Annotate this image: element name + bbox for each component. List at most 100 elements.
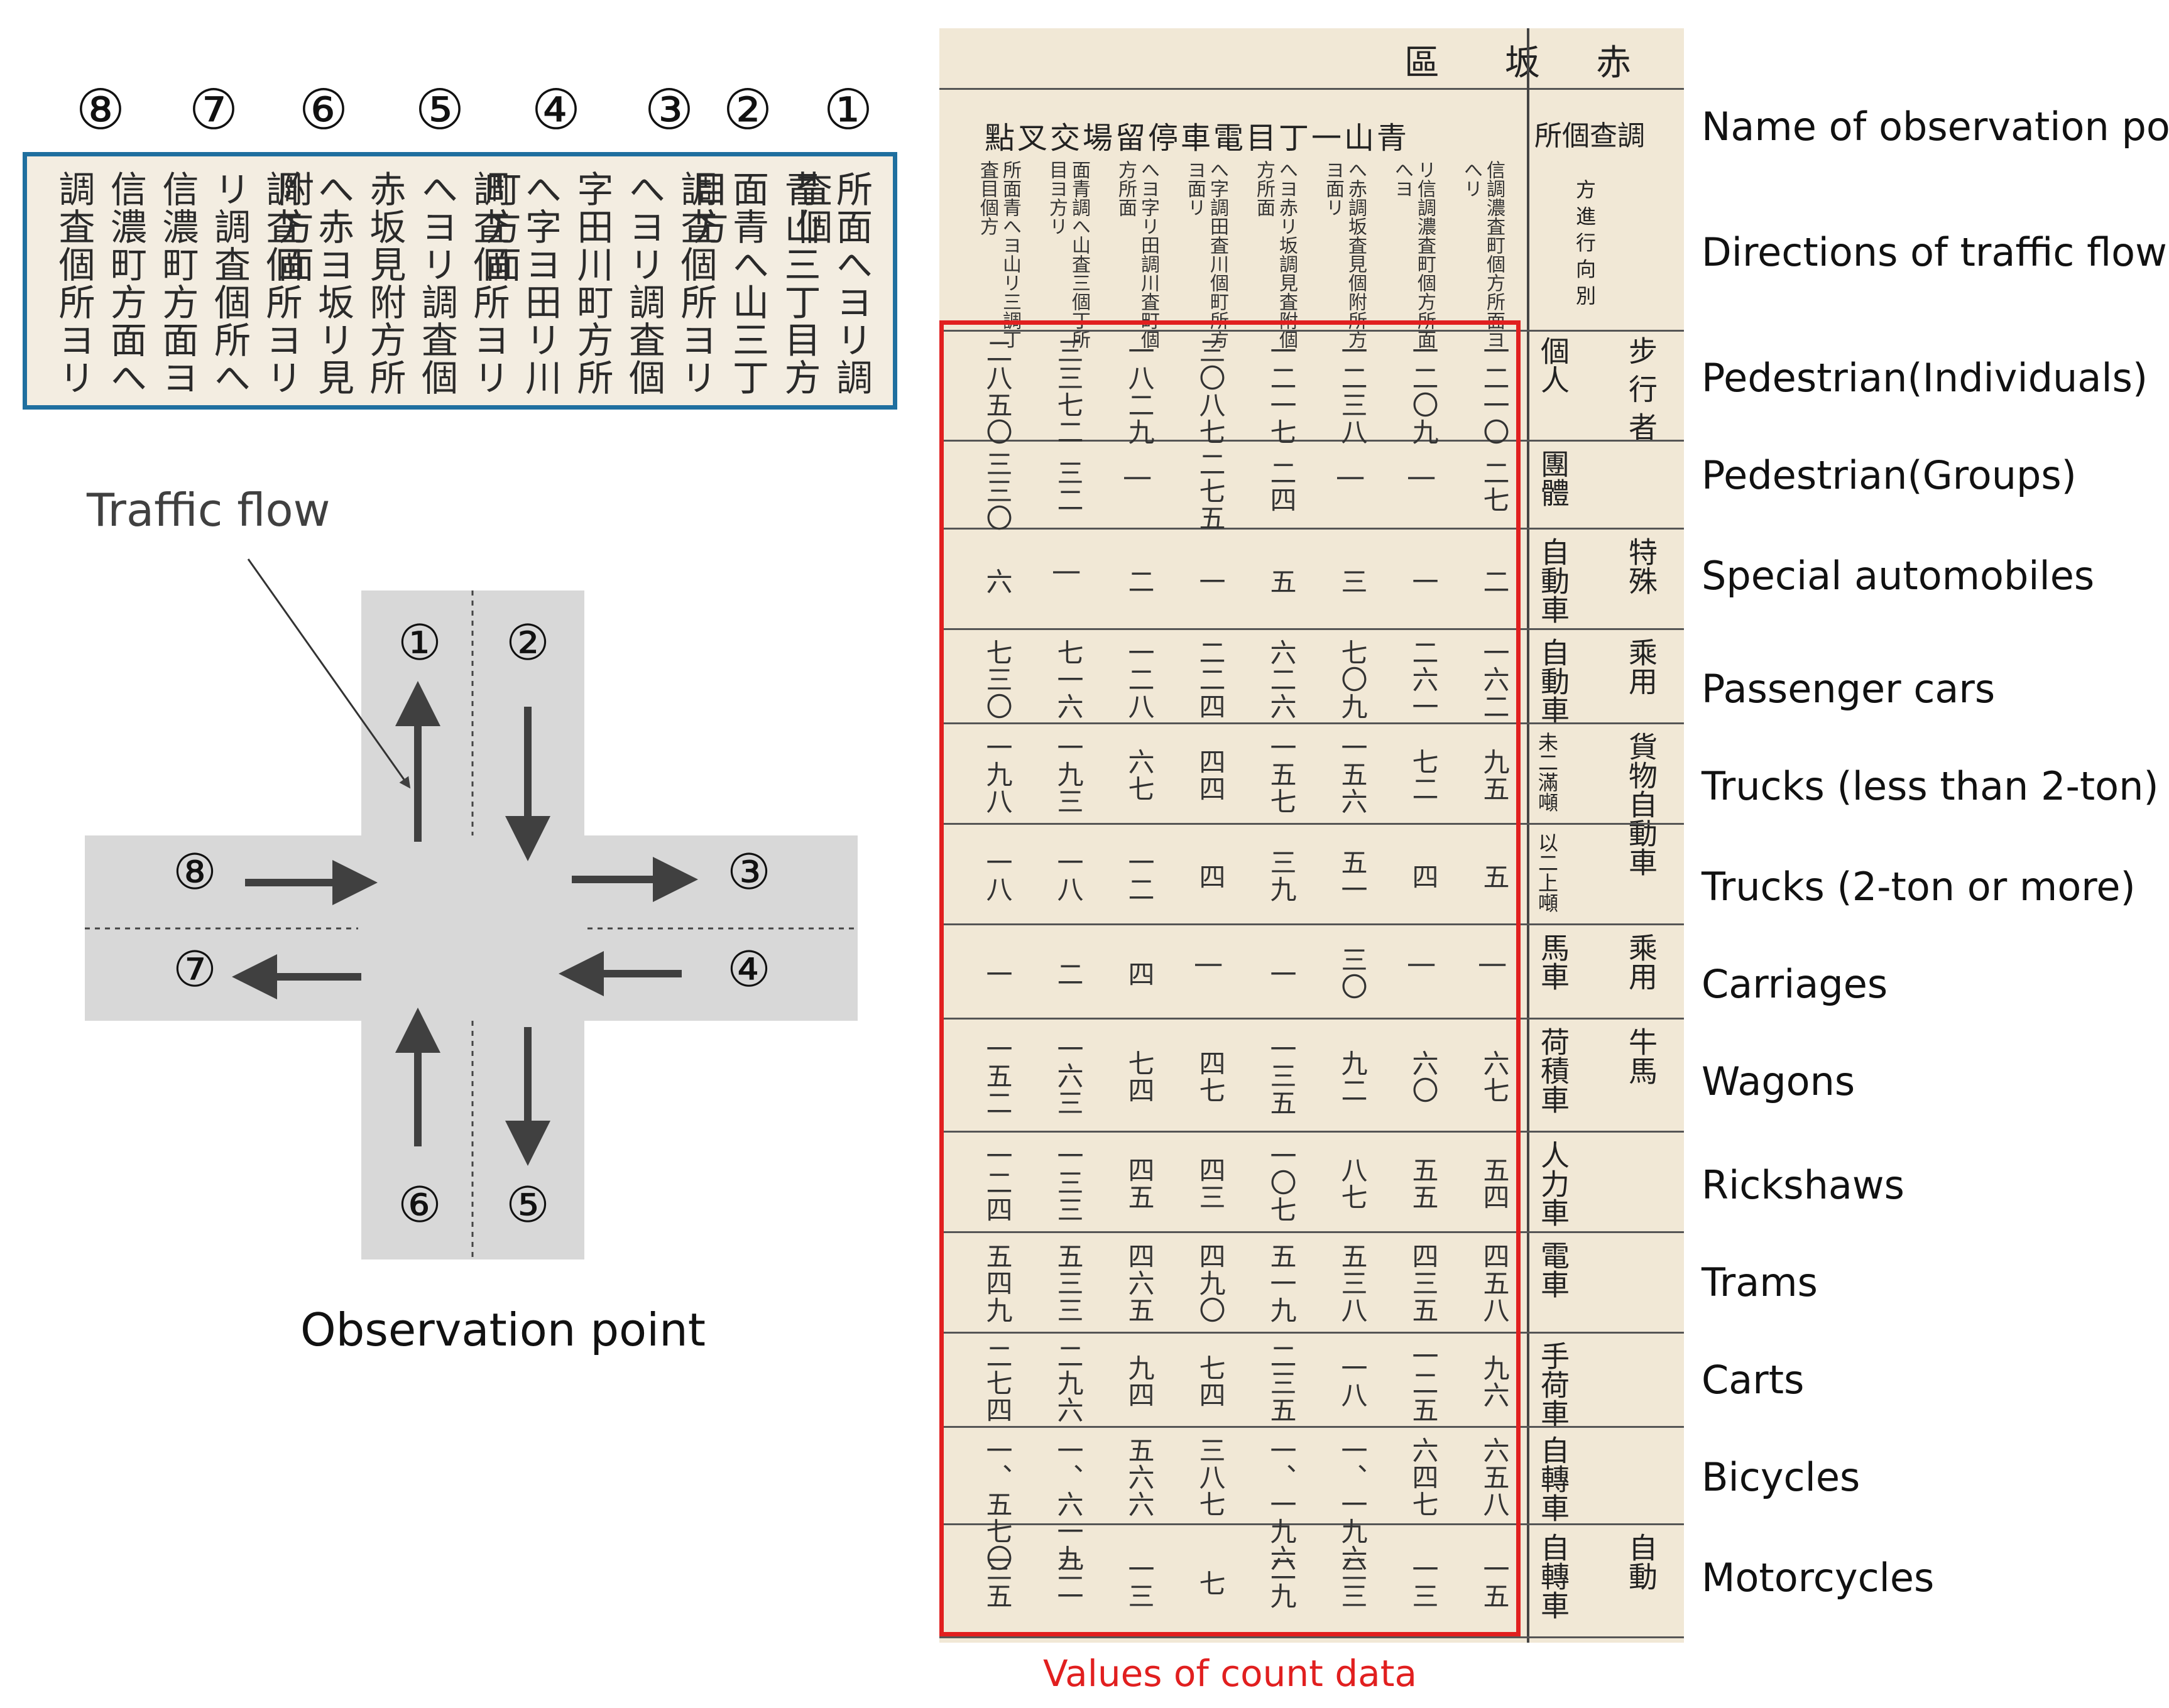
traffic-flow-pointer (247, 558, 411, 789)
scan-row-category: 特殊 (1624, 537, 1658, 595)
english-row-label: Special automobiles (1702, 553, 2095, 599)
count-value: 一二一七 (1266, 337, 1297, 445)
count-value: 四 (1124, 960, 1155, 987)
count-value: | (1479, 960, 1510, 971)
count-value: 一二三八 (1337, 337, 1368, 445)
count-value: 一二五 (1408, 1342, 1439, 1423)
direction-number: ⑥ (298, 77, 349, 142)
count-value: 四三五 (1408, 1243, 1439, 1324)
diagram-number-1: ① (398, 615, 442, 672)
english-row-label: Directions of traffic flow (1702, 229, 2167, 275)
enlarged-header-column: 調査個所ヨリ (674, 170, 718, 396)
count-value: 一二四 (982, 1142, 1013, 1223)
count-value: 八七 (1337, 1156, 1368, 1210)
values-label: Values of count data (1043, 1652, 1417, 1695)
scan-row-category: 牛馬 (1624, 1027, 1658, 1085)
count-value: 五一九 (1266, 1243, 1297, 1324)
count-value: 一六三 (1053, 1035, 1084, 1116)
enlarged-header-column: リ調査個所へ (208, 170, 251, 396)
count-value: 五三八 (1337, 1243, 1368, 1324)
scan-row-label: 馬車 (1536, 933, 1570, 991)
enlarged-header-column: へヨリ調査個 (415, 170, 458, 396)
direction-numbers: ⑧ ⑦ ⑥ ⑤ ④ ③ ② ① (25, 75, 905, 151)
enlarged-header-column: 調査個所ヨリ (260, 170, 303, 396)
english-row-label: Passenger cars (1702, 666, 1996, 712)
english-row-label: Trucks (less than 2-ton) (1702, 763, 2159, 809)
count-value: 七四 (1124, 1050, 1155, 1104)
observation-point-label: Observation point (300, 1303, 706, 1356)
count-value: 一二 (1124, 849, 1155, 903)
count-value: 四 (1195, 863, 1226, 890)
count-value: 一三三 (1053, 1142, 1084, 1223)
enlarged-header-column: 調査個所ヨリ (52, 170, 96, 396)
enlarged-header-box: 所面へヨリ調査個青山三丁目方面青へ山三丁目方調査個所ヨリへヨリ調査個字田川町方所… (23, 152, 897, 410)
count-value: 三 (1337, 568, 1368, 595)
enlarged-header-column: 信濃町方面へ (104, 170, 147, 396)
direction-number: ④ (531, 77, 581, 142)
count-value: 一五二 (982, 1035, 1013, 1116)
scan-row-label: 自轉車 (1536, 1533, 1570, 1619)
count-value: 一八 (1053, 849, 1084, 903)
scan-header-cell: リ信調濃査町個方所面へヨ (1391, 160, 1436, 349)
direction-number: ① (823, 77, 873, 142)
scan-title-right: 所個查調 (1534, 120, 1645, 152)
scan-row-label: 手荷車 (1536, 1341, 1570, 1428)
scan-row-label: 以二上噸 (1535, 832, 1559, 913)
count-value: 二 (1124, 568, 1155, 595)
count-value: 一八二九 (1124, 337, 1155, 445)
english-row-label: Carriages (1702, 961, 1888, 1007)
scan-row-label: 自動車 (1536, 638, 1570, 724)
count-value: 五四 (1479, 1156, 1510, 1210)
count-value: | (1053, 568, 1084, 578)
diagram-number-5: ⑤ (506, 1177, 550, 1234)
diagram-number-3: ③ (727, 844, 771, 901)
count-value: 五 (1266, 568, 1297, 595)
enlarged-header-column: 青山三丁目方 (778, 170, 821, 396)
scan-header-cell: へヨ字リ田調川査町個方所面 (1115, 160, 1159, 349)
count-value: 二 (1479, 568, 1510, 595)
count-value: 一五六 (1337, 734, 1368, 815)
count-value: 五一 (1337, 849, 1368, 903)
scan-row-category: 乘用 (1624, 933, 1658, 991)
scan-header-cell: 所面青へヨ山リ三調丁査目個方 (976, 160, 1021, 349)
intersection-diagram: ① ② ③ ④ ⑤ ⑥ ⑦ ⑧ (85, 558, 858, 1259)
values-box: 二八五〇三三七二一八二九三〇八七一二一七一二三八一二〇九一二一〇三三〇三二|二七… (939, 320, 1521, 1636)
scan-header-cells: 所面青へヨ山リ三調丁査目個方面青調へ山査三個丁所目ヨ方リへヨ字リ田調川査町個方所… (939, 148, 1524, 355)
count-value: 一、一九六 (1337, 1437, 1368, 1572)
count-value: 三九 (1266, 849, 1297, 903)
count-value: 七三〇 (982, 639, 1013, 720)
enlarged-header-column: 字田川町方所 (571, 170, 614, 396)
english-row-label: Motorcycles (1702, 1555, 1935, 1601)
count-value: 二九 (1266, 1555, 1297, 1609)
enlarged-header-column: へ字ヨ田リ川町方面 (479, 170, 562, 396)
count-value: 二 (1053, 960, 1084, 987)
count-value: 六四七 (1408, 1437, 1439, 1518)
scan-row-label: 荷積車 (1536, 1027, 1570, 1114)
enlarged-header-column: へ赤ヨ坂リ見附方面 (271, 170, 354, 396)
count-value: 九四 (1124, 1354, 1155, 1408)
scanned-table: 區 坂 赤 點叉交場留停車電目丁一山青 所個查調 所面青へヨ山リ三調丁査目個方面… (939, 28, 1684, 1643)
scan-row-label: 自轉車 (1536, 1435, 1570, 1522)
count-value: 二九六 (1053, 1342, 1084, 1423)
count-value: 七〇九 (1337, 639, 1368, 720)
count-value: 一九三 (1053, 734, 1084, 815)
direction-number: ⑦ (188, 77, 239, 142)
english-row-label: Name of observation point (1702, 104, 2169, 150)
count-value: 一八 (982, 849, 1013, 903)
count-value: 二三五 (1266, 1342, 1297, 1423)
count-value: 五三三 (1053, 1243, 1084, 1324)
count-value: 六二六 (1266, 639, 1297, 720)
enlarged-header-column: 信濃町方面ヨ (156, 170, 199, 396)
diagram-number-6: ⑥ (398, 1177, 442, 1234)
count-value: 一 (982, 960, 1013, 987)
count-value: 一二〇九 (1408, 337, 1439, 445)
count-value: 九六 (1479, 1354, 1510, 1408)
scan-header-cell: へ赤調坂査見個附所方ヨ面リ (1322, 160, 1367, 349)
count-value: 三五 (982, 1555, 1013, 1609)
enlarged-header-column: 調査個所ヨリ (467, 170, 510, 396)
english-row-label: Pedestrian(Individuals) (1702, 355, 2148, 401)
count-value: 三八七 (1195, 1437, 1226, 1518)
count-value: 五四九 (982, 1243, 1013, 1324)
count-value: | (1195, 960, 1226, 971)
count-value: 四五 (1124, 1156, 1155, 1210)
